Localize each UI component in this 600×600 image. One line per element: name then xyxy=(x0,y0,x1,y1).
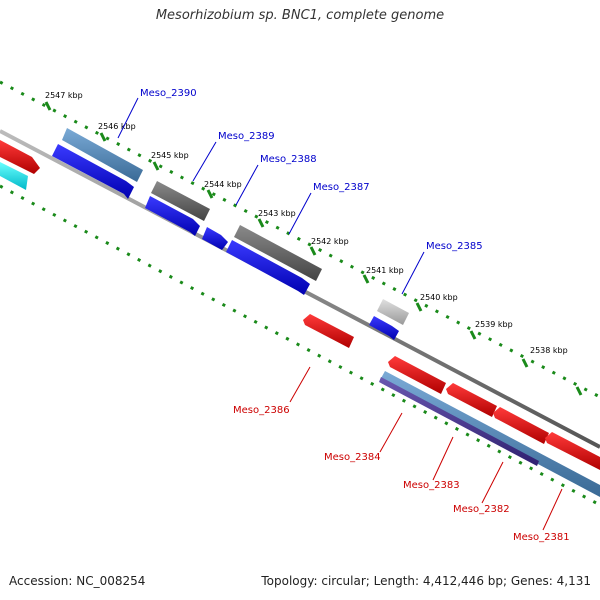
gene-labels: Meso_2390 Meso_2389 Meso_2388 Meso_2387 … xyxy=(140,88,570,543)
kbp-label: 2547 kbp xyxy=(45,91,83,100)
kbp-label: 2540 kbp xyxy=(420,293,458,302)
kbp-label: 2538 kbp xyxy=(530,346,568,355)
gene-feature-meso-2386[interactable] xyxy=(303,314,354,348)
topology-text: Topology: circular; Length: 4,412,446 bp… xyxy=(261,574,591,588)
gene-feature[interactable] xyxy=(52,144,134,199)
gene-feature[interactable] xyxy=(380,371,600,497)
kbp-label: 2539 kbp xyxy=(475,320,513,329)
gene-feature-meso-2388[interactable] xyxy=(202,227,228,250)
gene-feature[interactable] xyxy=(226,240,310,295)
reverse-genes xyxy=(303,314,600,497)
kbp-label: 2546 kbp xyxy=(98,122,136,131)
gene-feature-meso-2387[interactable] xyxy=(234,225,322,281)
outer-tick-track xyxy=(0,80,600,399)
gene-label-meso-2390[interactable]: Meso_2390 xyxy=(140,88,197,99)
kbp-label: 2544 kbp xyxy=(204,180,242,189)
kbp-label: 2543 kbp xyxy=(258,209,296,218)
gene-feature[interactable] xyxy=(145,196,200,236)
gene-label-meso-2382[interactable]: Meso_2382 xyxy=(453,504,510,515)
major-ticks xyxy=(44,101,583,396)
kbp-label: 2542 kbp xyxy=(311,237,349,246)
gene-feature[interactable] xyxy=(0,140,40,174)
gene-feature-meso-2385[interactable] xyxy=(377,299,409,325)
label-connectors xyxy=(117,97,563,531)
gene-label-meso-2385[interactable]: Meso_2385 xyxy=(426,241,483,252)
gene-label-meso-2387[interactable]: Meso_2387 xyxy=(313,182,370,193)
gene-feature-meso-2389[interactable] xyxy=(151,181,210,221)
kbp-label: 2541 kbp xyxy=(366,266,404,275)
gene-label-meso-2384[interactable]: Meso_2384 xyxy=(324,452,381,463)
gene-feature-meso-2383[interactable] xyxy=(446,383,497,417)
gene-feature[interactable] xyxy=(379,377,539,466)
gene-label-meso-2381[interactable]: Meso_2381 xyxy=(513,532,570,543)
kbp-labels: 2547 kbp 2546 kbp 2545 kbp 2544 kbp 2543… xyxy=(45,91,568,355)
gene-label-meso-2386[interactable]: Meso_2386 xyxy=(233,405,290,416)
gene-label-meso-2388[interactable]: Meso_2388 xyxy=(260,154,317,165)
gene-feature-meso-2381[interactable] xyxy=(545,432,600,470)
forward-genes xyxy=(0,128,409,340)
kbp-label: 2545 kbp xyxy=(151,151,189,160)
gene-feature-meso-2384[interactable] xyxy=(388,356,446,394)
gene-label-meso-2383[interactable]: Meso_2383 xyxy=(403,480,460,491)
gene-feature[interactable] xyxy=(369,316,399,340)
accession-text: Accession: NC_008254 xyxy=(9,574,146,588)
gene-feature-meso-2382[interactable] xyxy=(493,407,549,444)
gene-label-meso-2389[interactable]: Meso_2389 xyxy=(218,131,275,142)
inner-tick-track xyxy=(0,184,600,507)
gene-feature[interactable] xyxy=(0,162,28,190)
gene-feature-meso-2390[interactable] xyxy=(62,128,143,182)
page-title: Mesorhizobium sp. BNC1, complete genome xyxy=(155,8,445,23)
